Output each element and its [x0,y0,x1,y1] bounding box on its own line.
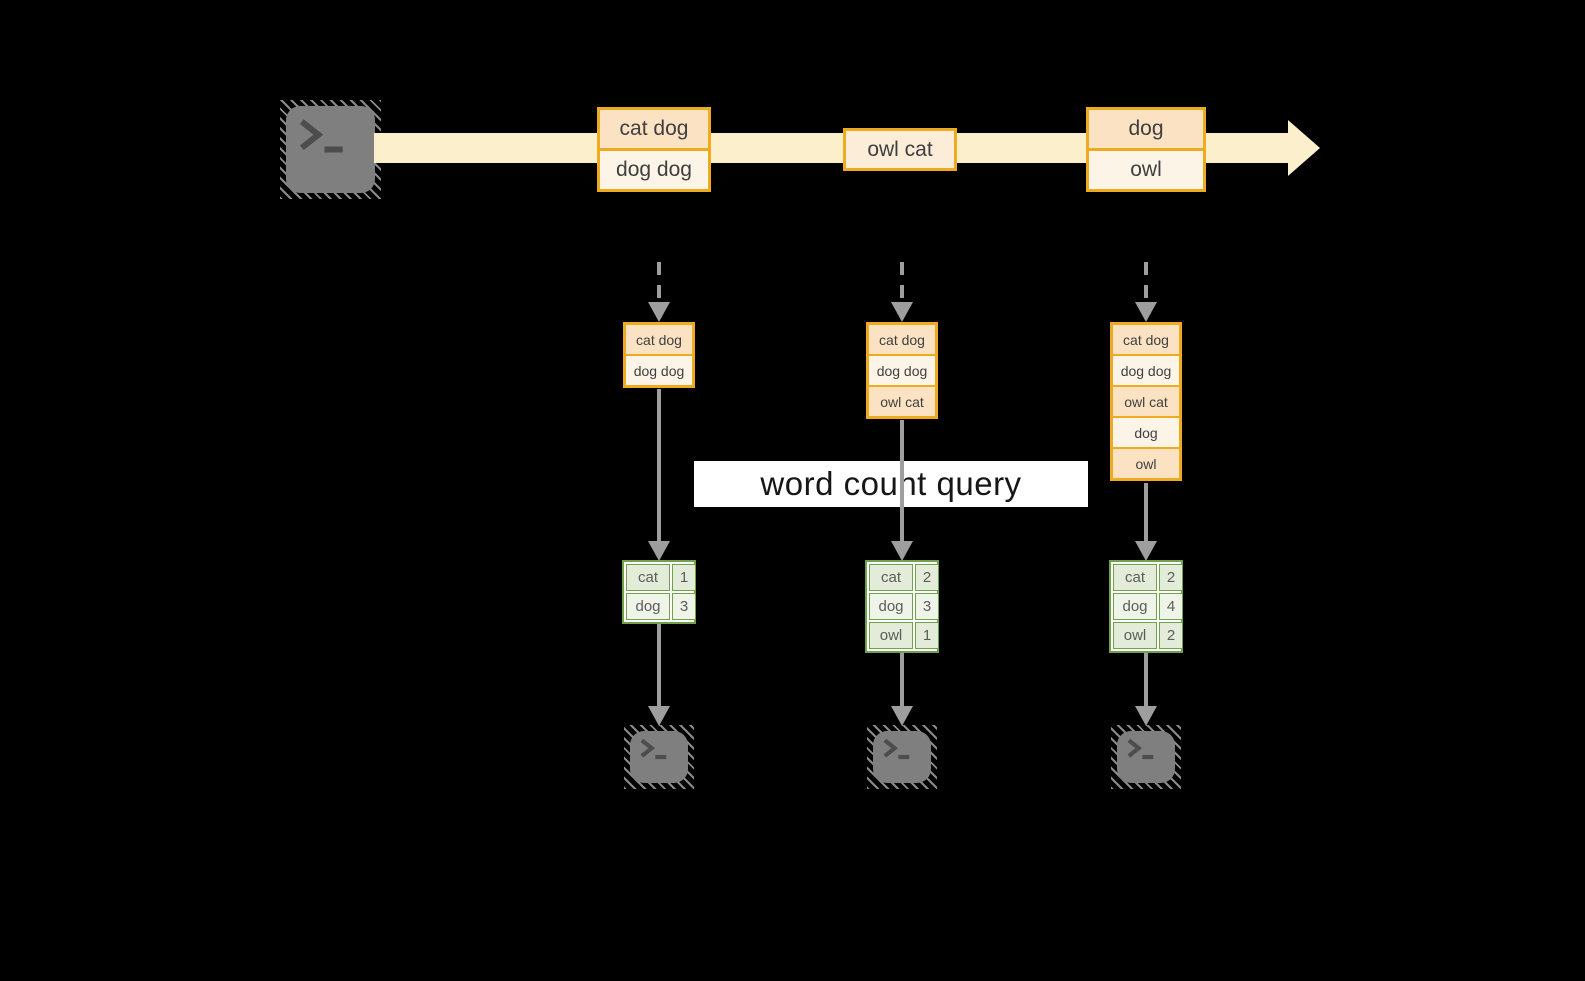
terminal-prompt-icon [883,738,910,760]
query-band: word count query [694,461,1088,507]
result-word-cell: dog [1113,593,1157,620]
result-word-cell: dog [869,593,913,620]
output-arrow-line [900,653,904,706]
result-count-cell: 2 [915,564,939,591]
state-row: owl [1113,447,1179,478]
terminal-prompt-icon [299,119,343,153]
timeline-event-row: cat dog [600,110,708,148]
trigger-arrowhead-icon [648,302,670,322]
result-count-cell: 3 [915,593,939,620]
query-label: word count query [760,465,1022,502]
result-word-cell: dog [626,593,670,620]
result-word-cell: cat [869,564,913,591]
timeline-event-box: owl cat [843,128,957,171]
source-terminal-icon [280,100,381,199]
state-row: dog dog [1113,354,1179,385]
query-arrowhead-icon [891,541,913,561]
result-count-cell: 1 [672,564,696,591]
sink-terminal-icon [1111,725,1181,789]
output-arrow-line [1144,653,1148,706]
query-arrowhead-icon [1135,541,1157,561]
terminal-prompt-icon [1127,738,1154,760]
query-arrow-line [900,420,904,541]
result-word-cell: cat [1113,564,1157,591]
result-word-cell: cat [626,564,670,591]
sink-terminal-icon [624,725,694,789]
trigger-dashed-arrow-line [900,262,904,302]
output-arrow-line [657,624,661,706]
result-count-cell: 1 [915,622,939,649]
timeline-event-row: owl [1089,148,1203,189]
trigger-arrowhead-icon [1135,302,1157,322]
result-count-cell: 2 [1159,622,1183,649]
query-arrow-line [657,388,661,541]
state-row: dog [1113,416,1179,447]
terminal-prompt-icon [640,738,667,760]
timeline-event-row: dog [1089,110,1203,148]
state-row: cat dog [626,325,692,354]
query-arrowhead-icon [648,541,670,561]
result-word-cell: owl [1113,622,1157,649]
trigger-dashed-arrow-line [657,262,661,302]
sink-terminal-icon [867,725,937,789]
output-arrowhead-icon [648,706,670,726]
timeline-event-row: owl cat [846,131,954,168]
output-arrowhead-icon [1135,706,1157,726]
result-count-cell: 2 [1159,564,1183,591]
timeline-event-row: dog dog [600,148,708,189]
query-arrow-line [1144,483,1148,541]
state-row: dog dog [869,354,935,385]
output-arrowhead-icon [891,706,913,726]
trigger-dashed-arrow-line [1144,262,1148,302]
result-word-cell: owl [869,622,913,649]
state-row: dog dog [626,354,692,385]
state-row: owl cat [869,385,935,416]
state-row: owl cat [1113,385,1179,416]
trigger-arrowhead-icon [891,302,913,322]
stream-arrowhead-icon [1288,120,1320,176]
result-count-cell: 3 [672,593,696,620]
state-row: cat dog [869,325,935,354]
state-row: cat dog [1113,325,1179,354]
result-count-cell: 4 [1159,593,1183,620]
